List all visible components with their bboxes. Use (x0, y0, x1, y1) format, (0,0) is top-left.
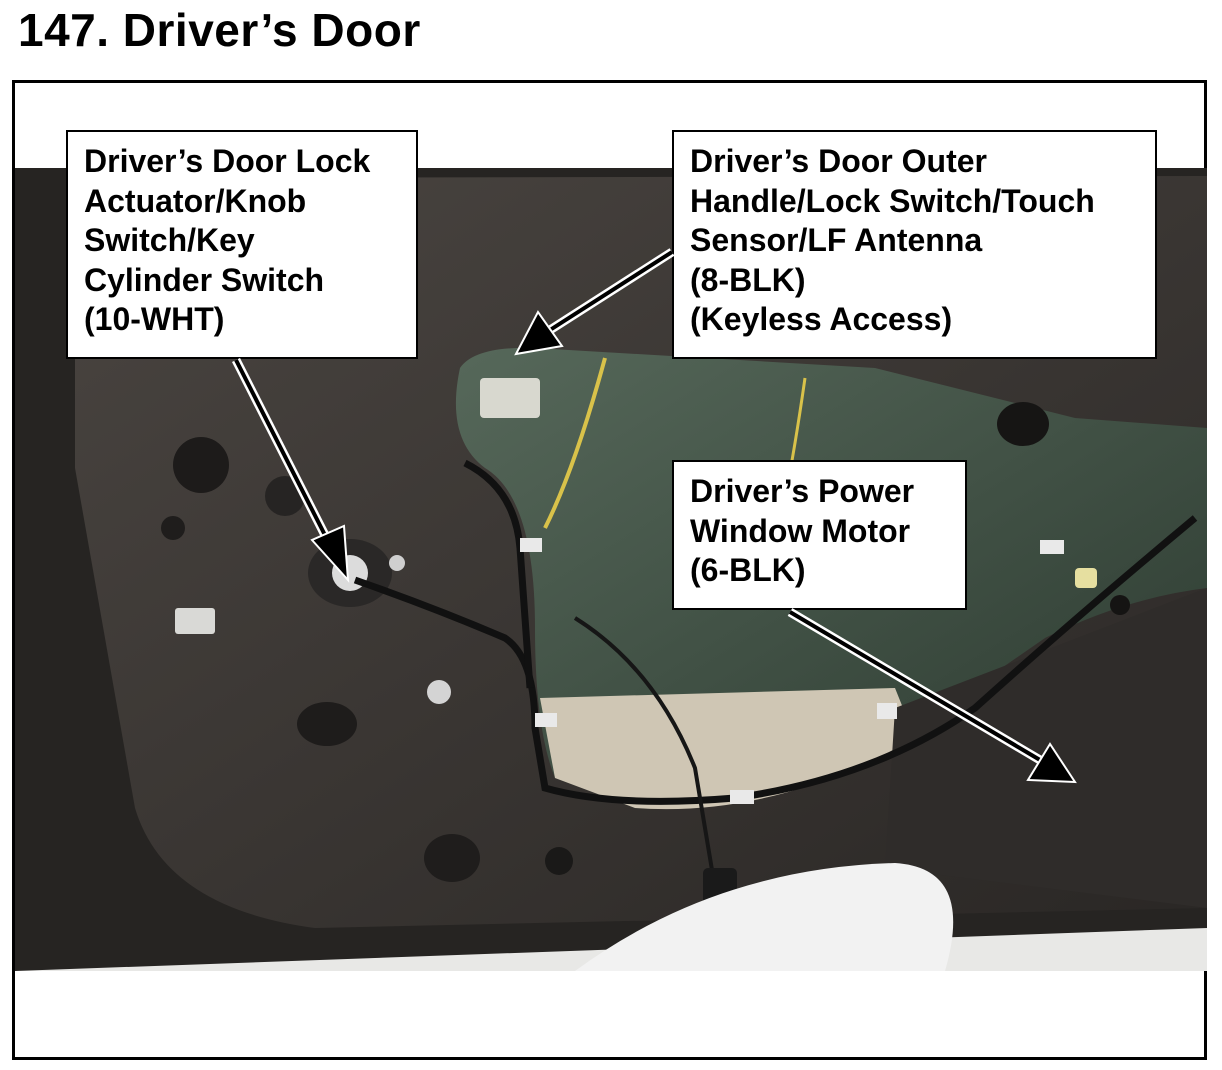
callout-line: (Keyless Access) (690, 301, 953, 337)
callout-line: Driver’s Door Outer (690, 143, 987, 179)
page-title: 147. Driver’s Door (18, 4, 421, 56)
callout-lock-actuator: Driver’s Door Lock Actuator/Knob Switch/… (66, 130, 418, 359)
callout-line: Switch/Key (84, 222, 255, 258)
callout-line: Actuator/Knob (84, 182, 307, 219)
callout-line: Driver’s Power (690, 473, 915, 509)
callout-line: Driver’s Door Lock (84, 143, 371, 179)
callout-line: (8-BLK) (690, 261, 806, 298)
callout-line: Window Motor (690, 512, 911, 549)
callout-outer-handle: Driver’s Door Outer Handle/Lock Switch/T… (672, 130, 1157, 359)
callout-line: (6-BLK) (690, 552, 806, 588)
callout-window-motor: Driver’s Power Window Motor (6-BLK) (672, 460, 967, 610)
callout-line: Handle/Lock Switch/Touch (690, 182, 1095, 219)
callout-line: Cylinder Switch (84, 261, 325, 298)
callout-line: (10-WHT) (84, 301, 225, 337)
callout-line: Sensor/LF Antenna (690, 222, 983, 258)
